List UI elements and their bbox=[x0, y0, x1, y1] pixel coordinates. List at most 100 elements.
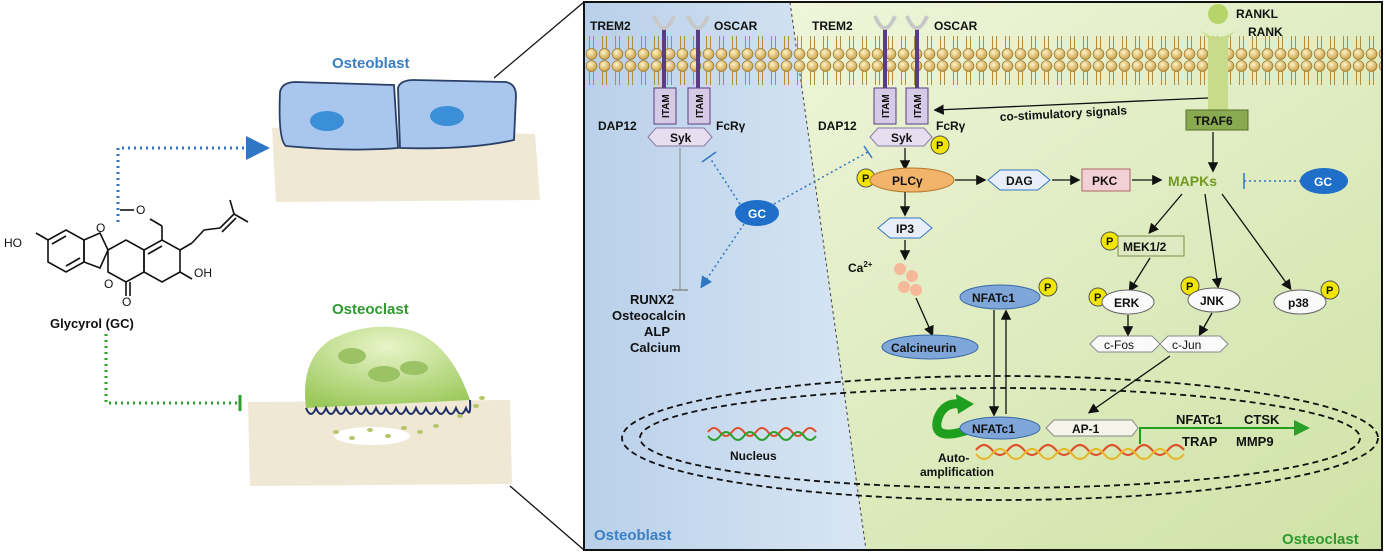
calcineurin-node bbox=[881, 334, 979, 360]
transcription-arrow bbox=[1139, 420, 1310, 444]
svg-text:ITAM: ITAM bbox=[695, 94, 706, 118]
ip3-node bbox=[877, 217, 933, 239]
dag: DAG bbox=[1006, 174, 1033, 188]
ring-oxygen-1: O bbox=[96, 221, 105, 235]
svg-text:ITAM: ITAM bbox=[913, 94, 924, 118]
gc-right-node bbox=[1300, 168, 1348, 194]
syk-left: Syk bbox=[670, 131, 692, 145]
gene-mmp9: MMP9 bbox=[1236, 434, 1274, 449]
plcy: PLCγ bbox=[892, 174, 923, 188]
dap12-right: DAP12 bbox=[818, 119, 857, 133]
costim-arrow bbox=[933, 97, 1209, 115]
methoxy-oxygen: O bbox=[136, 203, 145, 217]
svg-text:P: P bbox=[862, 173, 869, 185]
osteoblast-title: Osteoblast bbox=[332, 55, 410, 72]
svg-text:P: P bbox=[1186, 281, 1193, 293]
receptors-left bbox=[652, 15, 710, 90]
cjun: c-Jun bbox=[1172, 338, 1201, 352]
osteoblast-connector bbox=[116, 136, 270, 222]
ap1-node bbox=[1045, 419, 1139, 437]
ob-target-runx2: RUNX2 bbox=[630, 292, 674, 307]
jnk-node bbox=[1187, 287, 1241, 313]
syk-right-shape bbox=[869, 127, 933, 147]
erk-node bbox=[1101, 289, 1155, 315]
jnk: JNK bbox=[1200, 294, 1224, 308]
traf6: TRAF6 bbox=[1194, 114, 1233, 128]
zoom-line-top bbox=[493, 1, 585, 79]
nucleus-label: Nucleus bbox=[730, 449, 777, 463]
region-label-osteoblast: Osteoblast bbox=[594, 527, 672, 544]
trem2-right-label: TREM2 bbox=[812, 19, 853, 33]
syk-left-shape bbox=[647, 127, 713, 147]
svg-text:P: P bbox=[1326, 285, 1333, 297]
rankl-label: RANKL bbox=[1236, 7, 1278, 21]
calcium-dots bbox=[894, 263, 922, 296]
plcy-node bbox=[869, 167, 955, 193]
svg-text:P: P bbox=[1106, 236, 1113, 248]
auto-amplification-line2: amplification bbox=[920, 465, 994, 479]
cfos: c-Fos bbox=[1104, 338, 1134, 352]
region-label-osteoclast: Osteoclast bbox=[1282, 531, 1359, 548]
mek-node bbox=[1117, 235, 1185, 257]
carbonyl-oxygen: O bbox=[122, 295, 131, 309]
trem2-left-label: TREM2 bbox=[590, 19, 631, 33]
mapks: MAPKs bbox=[1168, 173, 1217, 189]
svg-text:ITAM: ITAM bbox=[881, 94, 892, 118]
cjun-node bbox=[1159, 335, 1229, 353]
dna-large bbox=[975, 443, 1185, 461]
nfatc1-top: NFATc1 bbox=[972, 291, 1015, 305]
costim-label: co-stimulatory signals bbox=[999, 103, 1127, 124]
dag-node bbox=[987, 169, 1051, 191]
osteoblast-illustration bbox=[272, 79, 540, 202]
zoom-line-bottom bbox=[509, 485, 585, 551]
receptors-right bbox=[873, 15, 929, 90]
nfatc1-nuclear: NFATc1 bbox=[972, 422, 1015, 436]
nfatc1-nuclear-node bbox=[959, 416, 1041, 440]
pkc: PKC bbox=[1092, 174, 1118, 188]
gene-nfatc1: NFATc1 bbox=[1176, 412, 1222, 427]
ap1: AP-1 bbox=[1072, 422, 1100, 436]
svg-text:P: P bbox=[1094, 292, 1101, 304]
dna-small bbox=[707, 427, 817, 441]
gc-right: GC bbox=[1314, 175, 1332, 189]
traf6-box bbox=[1185, 109, 1249, 131]
auto-amplification-line1: Auto- bbox=[938, 451, 969, 465]
calcineurin: Calcineurin bbox=[891, 341, 956, 355]
gc-mid-node bbox=[735, 200, 779, 226]
osteoclast-illustration bbox=[248, 326, 512, 486]
osteoclast-connector bbox=[104, 334, 238, 405]
calcium-ion: Ca2+ bbox=[848, 260, 873, 275]
gene-trap: TRAP bbox=[1182, 434, 1218, 449]
auto-amplification-arrow bbox=[932, 399, 976, 439]
svg-text:P: P bbox=[1044, 282, 1051, 294]
itam-right: ITAM ITAM bbox=[873, 87, 929, 125]
oscar-right-label: OSCAR bbox=[934, 19, 978, 33]
rank-label: RANK bbox=[1248, 25, 1283, 39]
osteoclast-title: Osteoclast bbox=[332, 301, 409, 318]
oscar-left-label: OSCAR bbox=[714, 19, 758, 33]
p38: p38 bbox=[1288, 296, 1309, 310]
nucleus-outer bbox=[621, 375, 1379, 501]
ob-target-alp: ALP bbox=[644, 324, 670, 339]
gc-mid: GC bbox=[748, 207, 766, 221]
glycyrol-structure bbox=[35, 199, 249, 296]
ring-oxygen-2: O bbox=[104, 277, 113, 291]
fcry-right: FcRγ bbox=[936, 119, 966, 133]
ip3: IP3 bbox=[896, 222, 914, 236]
mek: MEK1/2 bbox=[1123, 240, 1167, 254]
rank-receptor bbox=[1200, 4, 1236, 112]
pkc-node bbox=[1081, 168, 1131, 192]
syk-right: Syk bbox=[891, 131, 913, 145]
nucleus-inner bbox=[639, 387, 1361, 489]
ob-target-osteocalcin: Osteocalcin bbox=[612, 308, 686, 323]
ob-target-calcium: Calcium bbox=[630, 340, 681, 355]
gene-ctsk: CTSK bbox=[1244, 412, 1280, 427]
p38-node bbox=[1273, 289, 1327, 315]
svg-text:ITAM: ITAM bbox=[661, 94, 672, 118]
fcry-left: FcRγ bbox=[716, 119, 746, 133]
svg-text:P: P bbox=[936, 140, 943, 152]
erk: ERK bbox=[1114, 296, 1140, 310]
compound-name: Glycyrol (GC) bbox=[50, 316, 134, 331]
itam-left: ITAM ITAM bbox=[653, 87, 711, 125]
